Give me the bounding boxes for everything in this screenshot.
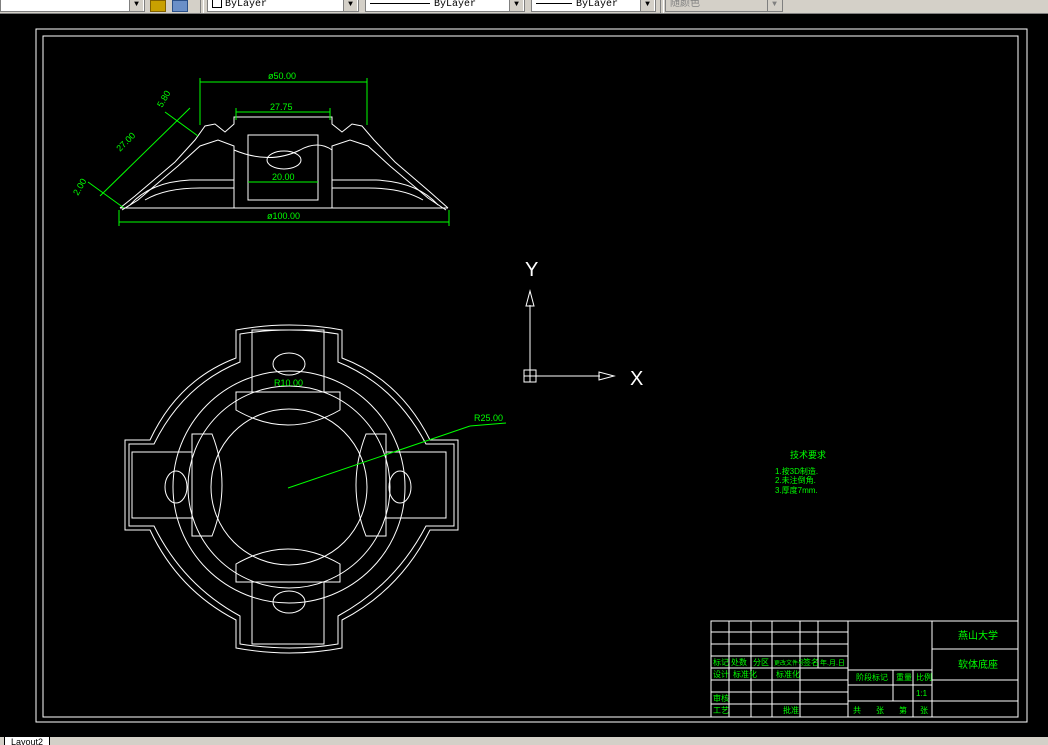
title-stage: 阶段标记 [856,672,888,682]
linetype-sample-icon [370,2,430,4]
dropdown-arrow-icon[interactable]: ▼ [640,0,654,11]
title-block [710,620,1019,718]
title-row-label-sign: 签名 [803,657,819,667]
layer-previous-icon[interactable] [172,0,188,12]
title-row-label-doc: 更改文件号 [774,659,804,667]
dim-r-10: R10.00 [274,378,303,388]
color-control[interactable]: ▼ [0,0,145,12]
properties-toolbar: ▼ ByLayer ▼ ByLayer ▼ ByLayer ▼ 随颜色 ▼ [0,0,1048,14]
linetype-value: ByLayer [434,0,477,10]
title-weight: 重量 [896,672,912,682]
ucs-icon [523,289,616,383]
title-scale-value: 1:1 [916,689,928,698]
lineweight-dropdown[interactable]: ByLayer ▼ [531,0,656,12]
dim-dia-50: ø50.00 [268,71,296,81]
layer-dropdown[interactable]: ByLayer ▼ [207,0,359,12]
tech-requirements: 技术要求 1.按3D制造. 2.未注倒角. 3.厚度7mm. [775,449,826,495]
dim-27: 27.00 [114,130,137,153]
title-std-1: 标准化 [733,669,757,679]
title-sheet-no: 第 [899,705,907,715]
plotstyle-dropdown[interactable]: 随颜色 ▼ [665,0,783,12]
dim-2: 2.00 [71,177,88,197]
plan-view [124,324,459,654]
tech-req-line-2: 2.未注倒角. [775,475,816,485]
sheet-inner-border [42,35,1019,718]
tech-req-line-1: 1.按3D制造. [775,466,818,476]
title-approve: 批准 [783,705,799,715]
title-review: 审核 [713,693,729,703]
title-row-label-mark: 标记 [713,657,729,667]
title-sheet-unit-1: 张 [876,706,884,715]
title-design: 设计 [713,669,729,679]
layout-tab-bar: Layout2 [0,737,1048,745]
dropdown-arrow-icon[interactable]: ▼ [509,0,523,11]
tech-req-title: 技术要求 [790,449,826,460]
linetype-dropdown[interactable]: ByLayer ▼ [365,0,525,12]
dim-r-25: R25.00 [474,413,503,423]
title-part-name: 软体底座 [958,658,998,671]
checkbox-icon [212,0,222,9]
ucs-y-label: Y [525,259,538,281]
title-process: 工艺 [713,706,729,715]
dropdown-arrow-icon[interactable]: ▼ [129,0,143,11]
dim-dia-100: ø100.00 [267,211,300,221]
tab-layout2[interactable]: Layout2 [4,737,51,745]
title-row-label-zone: 分区 [753,658,769,667]
title-block-text: 燕山大学 软体底座 标记 处数 分区 更改文件号 签名 年.月.日 设计 标准化… [713,629,998,715]
side-view-dim-text: ø50.00 27.75 20.00 ø100.00 27.00 5.80 2.… [71,71,300,221]
title-std-2: 标准化 [776,669,800,679]
layer-icon[interactable] [150,0,166,12]
dim-27-75: 27.75 [270,102,293,112]
title-sheet-unit-2: 张 [920,706,928,715]
dim-20: 20.00 [272,172,295,182]
drawing-svg[interactable]: ø50.00 27.75 20.00 ø100.00 27.00 5.80 2.… [0,14,1048,737]
ucs-x-label: X [630,368,643,390]
lineweight-value: ByLayer [576,0,619,10]
drawing-canvas[interactable]: ø50.00 27.75 20.00 ø100.00 27.00 5.80 2.… [0,14,1048,737]
side-view [119,116,449,211]
lineweight-sample-icon [536,2,572,4]
plan-view-dimensions [287,422,507,489]
layer-value: ByLayer [225,0,268,10]
plan-view-dim-text: R10.00 R25.00 [274,378,503,423]
title-school: 燕山大学 [958,629,998,642]
title-row-label-count: 处数 [731,657,747,667]
dropdown-arrow-icon[interactable]: ▼ [767,0,781,11]
side-view-dimensions [87,78,450,226]
plotstyle-value: 随颜色 [670,0,700,10]
dim-5-8: 5.80 [155,89,172,109]
sheet-outer-border [35,28,1028,723]
title-row-label-date: 年.月.日 [820,658,845,667]
tech-req-line-3: 3.厚度7mm. [775,485,818,495]
title-scale: 比例 [916,672,932,682]
dropdown-arrow-icon[interactable]: ▼ [343,0,357,11]
title-sheet-total: 共 [853,706,861,715]
